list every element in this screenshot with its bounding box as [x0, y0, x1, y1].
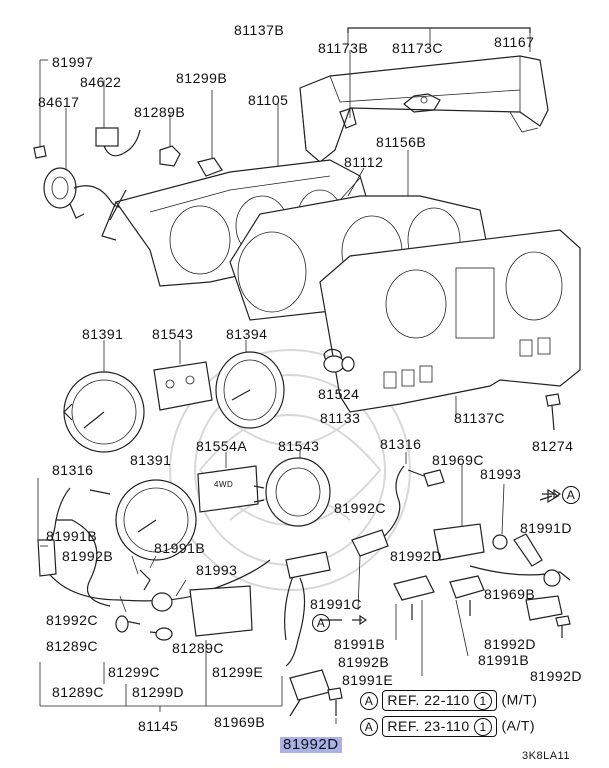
ref-marker-a-upper: A [562, 486, 580, 505]
part-label-81105: 81105 [248, 92, 289, 108]
bracket-81969B-bottom [289, 669, 343, 724]
part-label-81997: 81997 [52, 54, 94, 70]
sender-assembly [33, 59, 223, 219]
part-label-81299C: 81299C [108, 664, 161, 680]
screw-81274 [545, 393, 561, 431]
part-label-81992B-b: 81992B [338, 654, 390, 670]
bracket-81992B [393, 575, 435, 676]
part-label-81993-left: 81993 [196, 562, 238, 578]
part-label-81137B: 81137B [234, 22, 285, 38]
part-label-81145: 81145 [138, 718, 179, 734]
ref-box[interactable]: REF. 22-110 1 [382, 690, 498, 712]
circuit-board-81543 [153, 340, 213, 411]
part-label-81543-lower: 81543 [278, 438, 320, 454]
arrow-to-ref-a-lower [352, 614, 368, 626]
part-label-81992D-mid: 81992D [390, 548, 443, 564]
part-label-81316-left: 81316 [52, 462, 94, 478]
part-label-81289B: 81289B [134, 104, 186, 120]
tachometer-81391 [115, 479, 197, 561]
part-label-81137C: 81137C [454, 410, 506, 426]
part-label-81969B-bottom: 81969B [214, 714, 266, 730]
part-label-81289C-b: 81289C [52, 684, 105, 700]
ref-number: 1 [474, 718, 493, 737]
ref-circle-a: A [360, 691, 378, 710]
part-label-81992C-left: 81992C [46, 612, 99, 628]
part-label-81394: 81394 [226, 326, 268, 342]
part-label-81991B-d: 81991B [478, 652, 530, 668]
upper-hood-81167 [299, 27, 549, 163]
part-label-81173C: 81173C [392, 40, 444, 56]
reference-row-at: A REF. 23-110 1 (A/T) [360, 716, 536, 738]
wiring-harness [37, 487, 342, 667]
indicator-plate-81554A [197, 452, 259, 513]
part-label-81992B-a: 81992B [62, 548, 114, 564]
clip-81991D [469, 488, 571, 581]
part-label-arrow-a-lower: A [312, 614, 330, 633]
part-label-81992D-highlighted[interactable]: 81992D [280, 737, 342, 753]
part-label-81391-upper: 81391 [82, 326, 124, 342]
bracket-81991B-right [449, 575, 485, 657]
part-label-81391-lower: 81391 [130, 452, 172, 468]
ref-text: REF. 23-110 [387, 718, 470, 734]
part-label-81991B-c: 81991B [334, 636, 386, 652]
part-label-81299E: 81299E [212, 664, 264, 680]
part-label-81991E: 81991E [342, 672, 394, 688]
ref-note: (M/T) [501, 691, 538, 708]
diagram-code: 3K8LA11 [522, 750, 570, 762]
part-label-81991D: 81991D [520, 520, 573, 536]
part-label-81299D: 81299D [132, 684, 185, 700]
group-81145-bracket [39, 640, 283, 712]
part-label-81991B-b: 81991B [154, 540, 206, 556]
speedometer-81391 [63, 340, 145, 453]
reference-row-mt: A REF. 22-110 1 (M/T) [360, 690, 538, 712]
part-label-81133: 81133 [320, 410, 361, 426]
part-label-81543-upper: 81543 [152, 326, 194, 342]
part-label-81316-right: 81316 [380, 436, 422, 452]
part-label-81969B-right: 81969B [484, 586, 536, 602]
bracket-81969C [433, 464, 485, 561]
part-label-84617: 84617 [38, 94, 80, 110]
ref-marker-a-lower: A [312, 614, 330, 633]
part-label-81112: 81112 [344, 154, 384, 170]
part-label-81299B: 81299B [176, 70, 228, 86]
part-label-81554A: 81554A [196, 438, 248, 454]
bolt-81992D-right [555, 615, 571, 638]
part-label-81289C-c: 81289C [172, 640, 225, 656]
bulb-81524 [323, 355, 355, 373]
part-label-81991C: 81991C [310, 596, 363, 612]
leader-lines [37, 478, 187, 613]
part-label-81167: 81167 [494, 34, 535, 50]
clamp-81993-right [492, 483, 508, 550]
ref-number: 1 [474, 692, 493, 711]
indicator-text: 4WD [214, 480, 234, 489]
part-label-84622: 84622 [80, 74, 122, 90]
part-label-81992D-right-b: 81992D [530, 668, 583, 684]
part-label-81274: 81274 [532, 438, 574, 454]
part-label-81524: 81524 [318, 386, 360, 402]
part-label-81156B: 81156B [376, 134, 427, 150]
bracket-81969B [525, 569, 563, 621]
arrow-to-ref-a-upper [542, 488, 562, 500]
part-label-81289C-a: 81289C [46, 638, 99, 654]
gauge-81394 [215, 340, 285, 429]
ref-marker-a-upper-wrap: A [562, 486, 580, 505]
part-label-81991B-a: 81991B [46, 528, 98, 544]
ref-note: (A/T) [501, 717, 536, 734]
part-label-81992D-right-a: 81992D [484, 636, 537, 652]
ref-box[interactable]: REF. 23-110 1 [382, 716, 498, 738]
front-bezel-81137C [319, 229, 581, 418]
ref-text: REF. 22-110 [387, 692, 470, 708]
circuit-board-81543-lower [253, 450, 331, 527]
part-label-81173B: 81173B [318, 40, 369, 56]
part-label-81969C: 81969C [432, 452, 485, 468]
part-label-81993-right: 81993 [480, 466, 522, 482]
ref-circle-a: A [360, 717, 378, 736]
part-label-81992C-right: 81992C [334, 500, 387, 516]
clip-81992C-right [351, 529, 389, 611]
